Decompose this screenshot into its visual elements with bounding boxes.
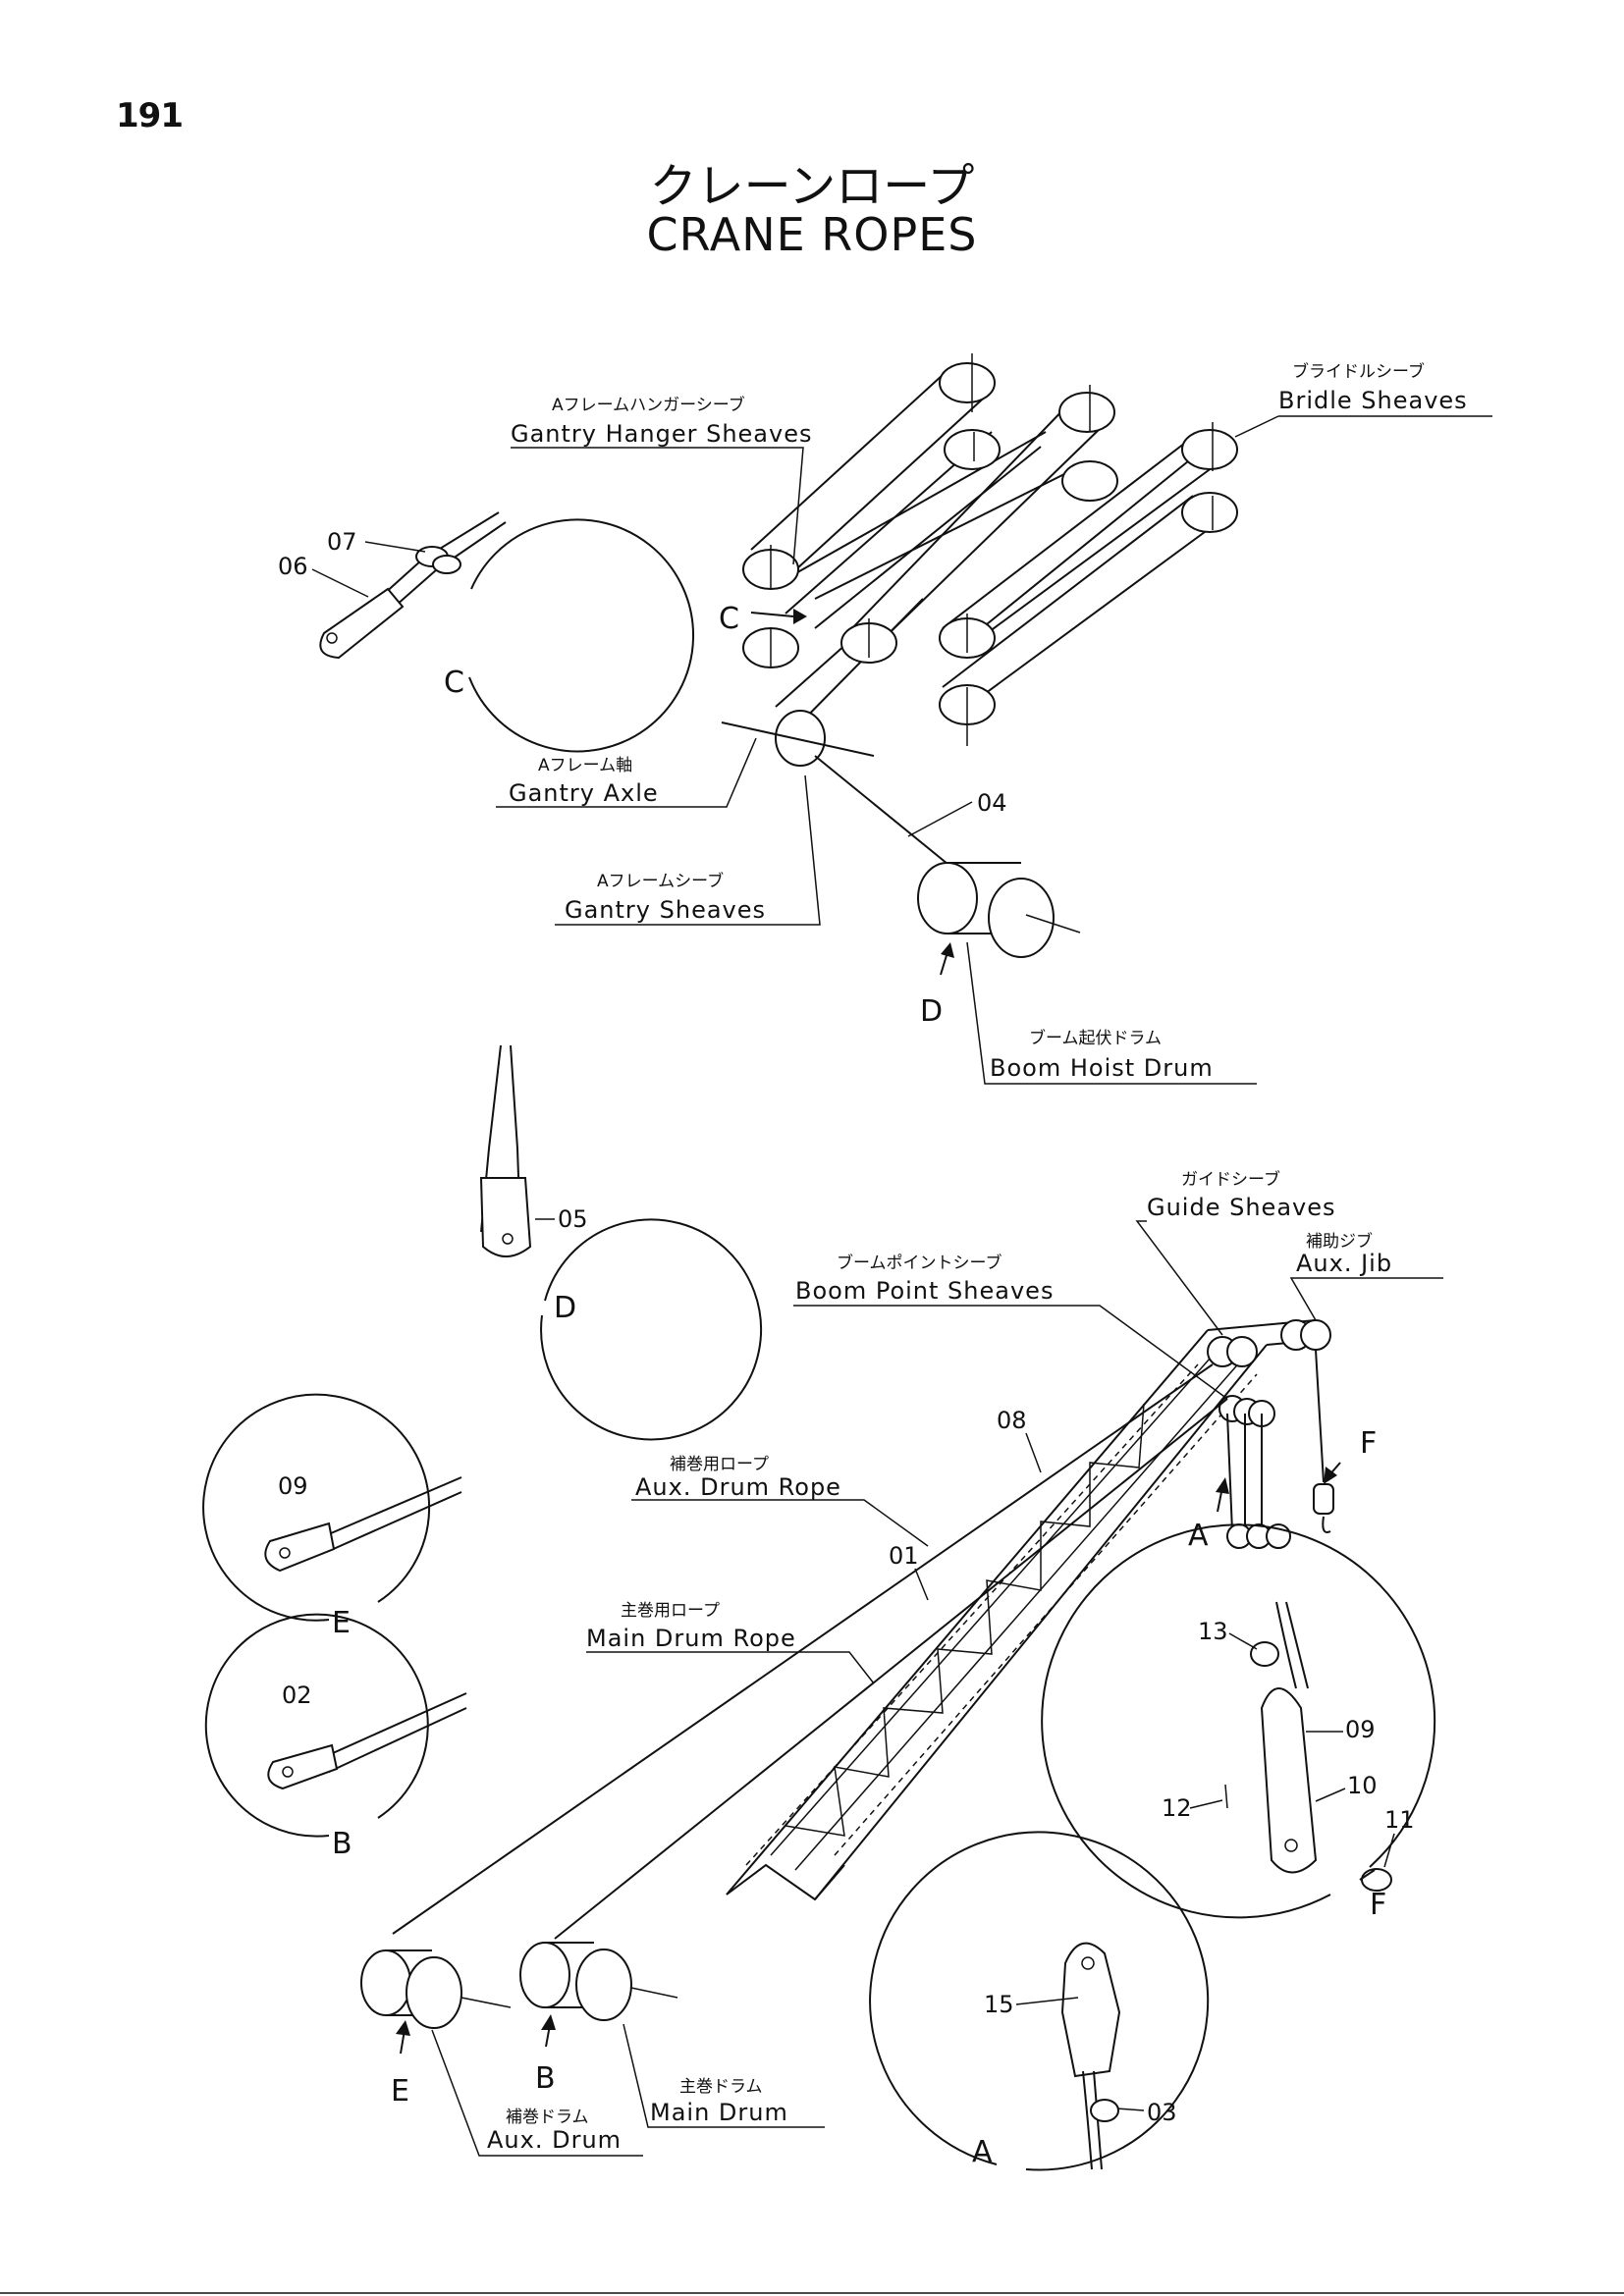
svg-text:ブーム起伏ドラム: ブーム起伏ドラム bbox=[1029, 1028, 1162, 1048]
svg-text:Main Drum Rope: Main Drum Rope bbox=[586, 1625, 796, 1652]
part-number-05: 05 bbox=[558, 1205, 588, 1233]
part-number-15: 15 bbox=[984, 1991, 1014, 2018]
detail-view-d: 05 D bbox=[479, 1044, 763, 1441]
svg-text:Aフレーム軸: Aフレーム軸 bbox=[538, 756, 632, 775]
view-letter-b-arrow: B bbox=[535, 2061, 556, 2096]
part-number-09-f: 09 bbox=[1345, 1716, 1376, 1743]
aux-drum-rope-line bbox=[392, 1363, 1214, 1935]
svg-text:主巻用ロープ: 主巻用ロープ bbox=[621, 1601, 720, 1621]
svg-text:ブライドルシーブ: ブライドルシーブ bbox=[1292, 361, 1425, 382]
view-letter-e: E bbox=[332, 1606, 351, 1640]
callout-aux-drum: 補巻ドラム Aux. Drum bbox=[431, 2029, 643, 2157]
svg-text:Main Drum: Main Drum bbox=[650, 2099, 788, 2126]
svg-text:Aux. Drum Rope: Aux. Drum Rope bbox=[635, 1473, 841, 1501]
main-drum: B bbox=[519, 1942, 678, 2096]
view-letter-a-arrow: A bbox=[1188, 1519, 1209, 1553]
callout-main-drum: 主巻ドラム Main Drum bbox=[623, 2023, 825, 2128]
part-number-07: 07 bbox=[327, 528, 357, 556]
callout-guide-sheaves: ガイドシーブ Guide Sheaves bbox=[1135, 1169, 1336, 1336]
svg-text:ブームポイントシーブ: ブームポイントシーブ bbox=[837, 1253, 1001, 1273]
view-letter-f-arrow: F bbox=[1360, 1426, 1377, 1461]
svg-text:主巻ドラム: 主巻ドラム bbox=[679, 2077, 763, 2097]
part-number-02: 02 bbox=[282, 1682, 312, 1709]
svg-text:Aフレームシーブ: Aフレームシーブ bbox=[597, 871, 724, 891]
svg-text:Gantry Sheaves: Gantry Sheaves bbox=[565, 896, 766, 924]
view-letter-e-arrow: E bbox=[391, 2074, 409, 2109]
part-number-13: 13 bbox=[1198, 1618, 1228, 1645]
boom-lattice: F A bbox=[726, 1318, 1377, 1901]
part-number-12: 12 bbox=[1162, 1794, 1192, 1822]
detail-view-b: 02 B bbox=[204, 1613, 467, 1861]
part-number-04: 04 bbox=[977, 789, 1007, 817]
svg-text:Boom Point Sheaves: Boom Point Sheaves bbox=[795, 1277, 1054, 1305]
view-letter-f: F bbox=[1370, 1888, 1386, 1922]
view-letter-d: D bbox=[554, 1291, 576, 1325]
page-title-english: CRANE ROPES bbox=[646, 208, 978, 261]
callout-aux-jib: 補助ジブ Aux. Jib bbox=[1289, 1231, 1443, 1321]
callout-boom-point-sheaves: ブームポイントシーブ Boom Point Sheaves bbox=[793, 1253, 1228, 1400]
detail-view-f: 13 09 10 11 12 F bbox=[1041, 1523, 1436, 1922]
svg-text:補助ジブ: 補助ジブ bbox=[1306, 1231, 1373, 1252]
gantry-sheave-assembly bbox=[721, 353, 1238, 976]
view-letter-b: B bbox=[332, 1827, 352, 1861]
svg-text:Guide Sheaves: Guide Sheaves bbox=[1147, 1194, 1336, 1221]
part-number-08: 08 bbox=[997, 1407, 1027, 1434]
part-number-09: 09 bbox=[278, 1472, 308, 1500]
svg-text:Bridle Sheaves: Bridle Sheaves bbox=[1278, 387, 1468, 414]
svg-text:Gantry Axle: Gantry Axle bbox=[509, 779, 659, 807]
svg-text:Aフレームハンガーシーブ: Aフレームハンガーシーブ bbox=[552, 395, 745, 415]
view-letter-c-arrow: C bbox=[719, 602, 739, 636]
callout-gantry-sheaves: Aフレームシーブ Gantry Sheaves bbox=[555, 774, 821, 926]
svg-text:Gantry Hanger Sheaves: Gantry Hanger Sheaves bbox=[511, 420, 812, 448]
view-letter-d-arrow: D bbox=[920, 994, 943, 1029]
callout-boom-hoist-drum: ブーム起伏ドラム Boom Hoist Drum bbox=[966, 941, 1257, 1085]
svg-text:Aux. Drum: Aux. Drum bbox=[487, 2126, 622, 2154]
part-number-10: 10 bbox=[1347, 1772, 1378, 1799]
svg-text:補巻ドラム: 補巻ドラム bbox=[506, 2108, 589, 2127]
callout-gantry-hanger-sheaves: Aフレームハンガーシーブ Gantry Hanger Sheaves bbox=[511, 395, 812, 565]
main-drum-rope-line bbox=[554, 1398, 1228, 1940]
detail-view-c: 07 06 C bbox=[278, 511, 695, 753]
svg-text:Boom Hoist Drum: Boom Hoist Drum bbox=[990, 1054, 1214, 1082]
view-letter-a: A bbox=[972, 2135, 993, 2169]
callout-aux-drum-rope: 補巻用ロープ Aux. Drum Rope bbox=[631, 1455, 929, 1547]
view-letter-c: C bbox=[444, 666, 464, 700]
part-number-11: 11 bbox=[1384, 1806, 1415, 1834]
detail-view-a: 15 03 A bbox=[869, 1831, 1210, 2171]
svg-text:Aux. Jib: Aux. Jib bbox=[1296, 1250, 1392, 1277]
svg-text:ガイドシーブ: ガイドシーブ bbox=[1181, 1169, 1280, 1190]
aux-drum: E bbox=[360, 1949, 512, 2109]
page-number: 191 bbox=[116, 96, 184, 135]
callout-main-drum-rope: 主巻用ロープ Main Drum Rope bbox=[586, 1601, 875, 1684]
svg-text:補巻用ロープ: 補巻用ロープ bbox=[670, 1455, 769, 1474]
part-number-06: 06 bbox=[278, 553, 308, 580]
page-title-japanese: クレーンロープ bbox=[649, 159, 975, 214]
part-number-03: 03 bbox=[1147, 2099, 1177, 2126]
detail-view-e: 09 E bbox=[202, 1393, 462, 1640]
callout-gantry-axle: Aフレーム軸 Gantry Axle bbox=[496, 737, 757, 808]
callout-bridle-sheaves: ブライドルシーブ Bridle Sheaves bbox=[1234, 361, 1492, 438]
part-number-01: 01 bbox=[889, 1542, 919, 1570]
